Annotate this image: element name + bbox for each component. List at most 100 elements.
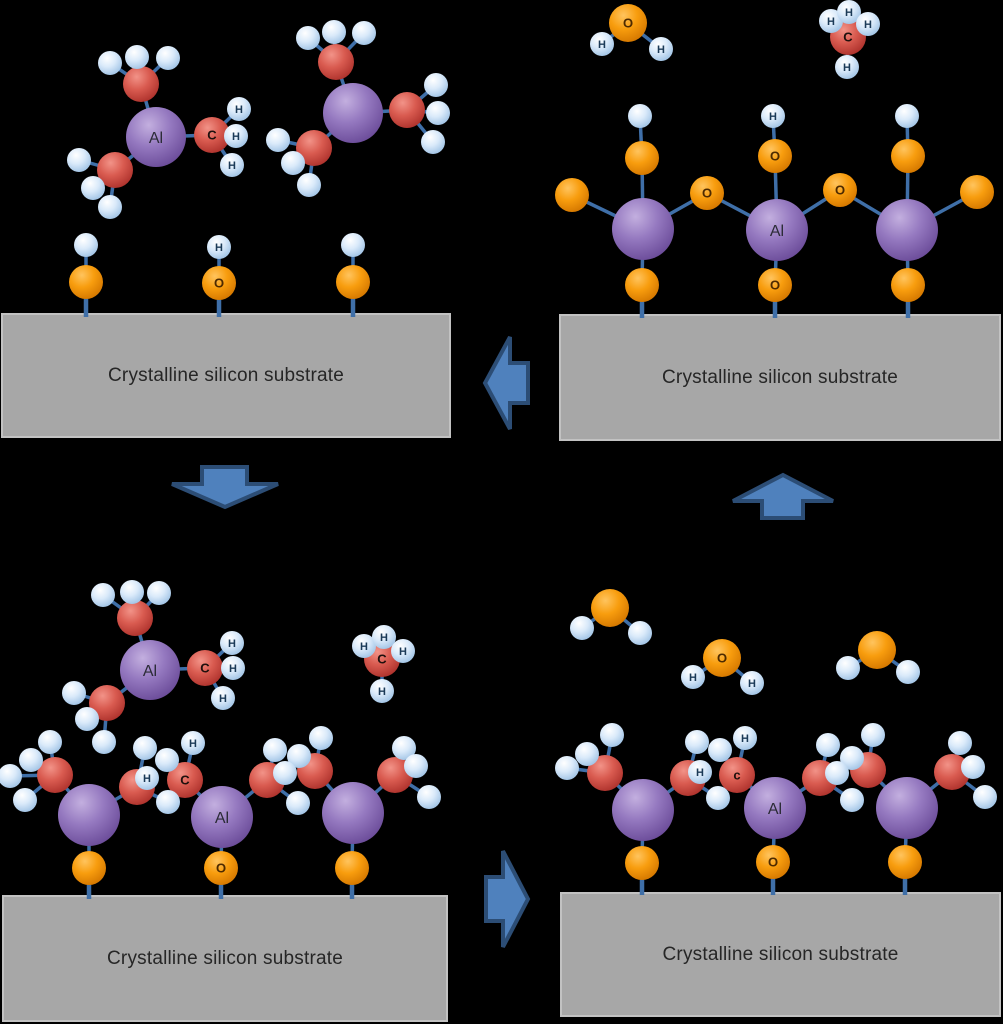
bond xyxy=(155,133,213,139)
atom-h xyxy=(836,656,860,680)
bond xyxy=(135,747,147,788)
atom-label: O xyxy=(835,183,845,198)
atom-h xyxy=(681,665,705,689)
substrate-label: Crystalline silicon substrate xyxy=(108,364,344,386)
bond xyxy=(580,606,612,630)
atom-h xyxy=(825,761,849,785)
atom-label: H xyxy=(827,16,835,28)
atom-label: H xyxy=(143,773,151,785)
bond xyxy=(211,133,237,138)
atom-label: H xyxy=(689,672,697,684)
bond xyxy=(950,770,987,799)
atom-label: O xyxy=(770,278,780,293)
atom-h xyxy=(761,104,785,128)
atom-label: H xyxy=(845,7,853,19)
bond xyxy=(203,667,225,699)
bond xyxy=(394,764,417,777)
atom-al xyxy=(744,777,806,839)
atom-o xyxy=(202,266,236,300)
atom-h xyxy=(220,153,244,177)
atom-h xyxy=(649,37,673,61)
atom-h xyxy=(297,173,321,197)
atom-al xyxy=(746,199,808,261)
atom-al xyxy=(58,784,120,846)
atom-o xyxy=(204,851,238,885)
bond xyxy=(405,83,438,112)
bond xyxy=(30,758,56,777)
atom-h xyxy=(92,730,116,754)
atom-o xyxy=(625,268,659,302)
arrow-left xyxy=(482,336,530,430)
atom-o xyxy=(858,631,896,669)
atom-label: H xyxy=(380,632,388,644)
bond xyxy=(351,773,397,815)
bond xyxy=(291,146,316,165)
atom-c xyxy=(830,19,866,55)
atom-h xyxy=(391,639,415,663)
bond xyxy=(818,744,830,779)
atom-h xyxy=(404,754,428,778)
atom-o xyxy=(823,173,857,207)
substrate-label: Crystalline silicon substrate xyxy=(107,947,343,969)
atom-h xyxy=(352,634,376,658)
bond xyxy=(313,737,323,772)
bond xyxy=(380,636,386,660)
atom-label: H xyxy=(864,19,872,31)
atom-label: O xyxy=(623,16,633,31)
bond xyxy=(718,749,739,776)
bond xyxy=(735,737,747,776)
atom-al xyxy=(876,199,938,261)
bond xyxy=(139,56,170,86)
bond xyxy=(381,649,404,661)
atom-h xyxy=(840,746,864,770)
bond xyxy=(600,21,630,46)
bond xyxy=(640,157,645,230)
atom-h xyxy=(98,51,122,75)
atom-h xyxy=(819,9,843,33)
bond xyxy=(183,742,195,781)
atom-h xyxy=(263,738,287,762)
bond xyxy=(875,648,910,674)
atom-al xyxy=(876,777,938,839)
bond xyxy=(571,193,644,231)
atom-c xyxy=(194,117,230,153)
atom-label: Al xyxy=(215,810,229,827)
atom-h xyxy=(133,736,157,760)
bond xyxy=(307,147,316,186)
substrate-label: Crystalline silicon substrate xyxy=(662,943,899,965)
atom-h xyxy=(281,151,305,175)
atom-o xyxy=(555,178,589,212)
atom-c xyxy=(119,769,155,805)
bond xyxy=(608,606,642,635)
atom-c xyxy=(89,685,125,721)
atom-h xyxy=(421,130,445,154)
atom-o xyxy=(625,141,659,175)
atom-label: O xyxy=(214,276,224,291)
bond xyxy=(139,83,158,138)
bond xyxy=(88,785,138,817)
atom-o xyxy=(960,175,994,209)
atom-h xyxy=(74,233,98,257)
atom-c xyxy=(318,44,354,80)
atom-label: H xyxy=(769,111,777,123)
atom-c xyxy=(97,152,133,188)
atom-h xyxy=(895,104,919,128)
atom-label: C xyxy=(180,773,190,788)
atom-h xyxy=(896,660,920,684)
bond xyxy=(9,773,56,778)
atom-h xyxy=(837,0,861,24)
atom-o xyxy=(758,268,792,302)
atom-h xyxy=(861,723,885,747)
atom-h xyxy=(417,785,441,809)
atom-h xyxy=(296,26,320,50)
bond xyxy=(905,155,910,231)
bond xyxy=(706,191,778,232)
bond xyxy=(53,773,91,817)
atom-h xyxy=(287,744,311,768)
atom-label: H xyxy=(228,160,236,172)
atom-h xyxy=(13,788,37,812)
atom-label: H xyxy=(229,663,237,675)
atom-h xyxy=(555,756,579,780)
atom-c xyxy=(377,757,413,793)
